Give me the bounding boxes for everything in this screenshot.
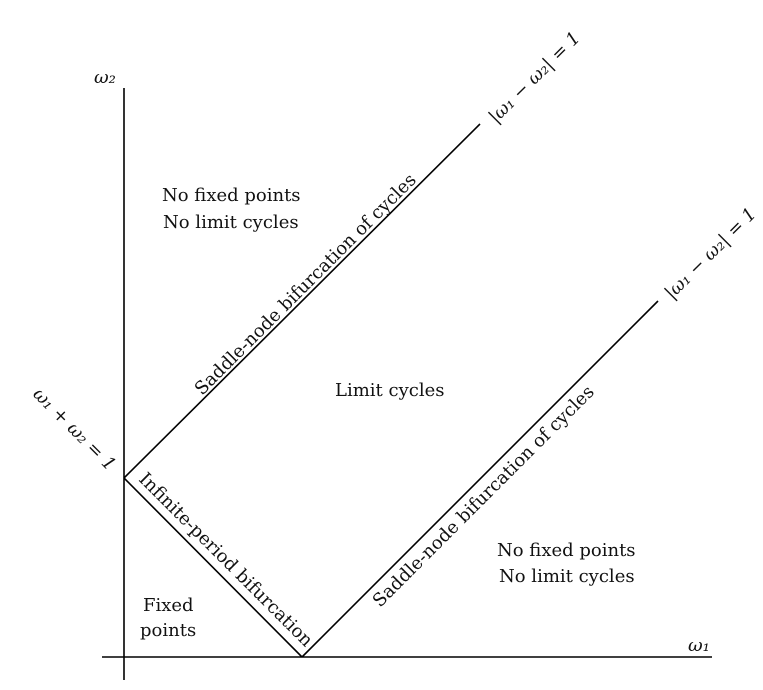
lower-saddle-node-line [301, 300, 659, 658]
lower-curve-label: |ω₁ − ω₂| = 1 [661, 204, 761, 304]
top-left-region-line1: No fixed points [162, 185, 301, 206]
bottom-right-region-line1: No fixed points [497, 540, 636, 561]
upper-saddle-node-line [123, 123, 481, 479]
middle-region-label: Limit cycles [335, 380, 444, 401]
bottom-left-region-line2: points [140, 620, 196, 641]
intercept-label: ω₁ + ω₂ = 1 [28, 384, 119, 475]
upper-curve-label: |ω₁ − ω₂| = 1 [485, 28, 585, 128]
bottom-right-region-line2: No limit cycles [499, 566, 635, 587]
top-left-region-line2: No limit cycles [163, 212, 299, 233]
y-axis-label: ω₂ [94, 67, 116, 88]
infinite-period-line [123, 477, 303, 658]
x-axis-label: ω₁ [688, 635, 710, 656]
bottom-left-region-line1: Fixed [143, 595, 194, 616]
